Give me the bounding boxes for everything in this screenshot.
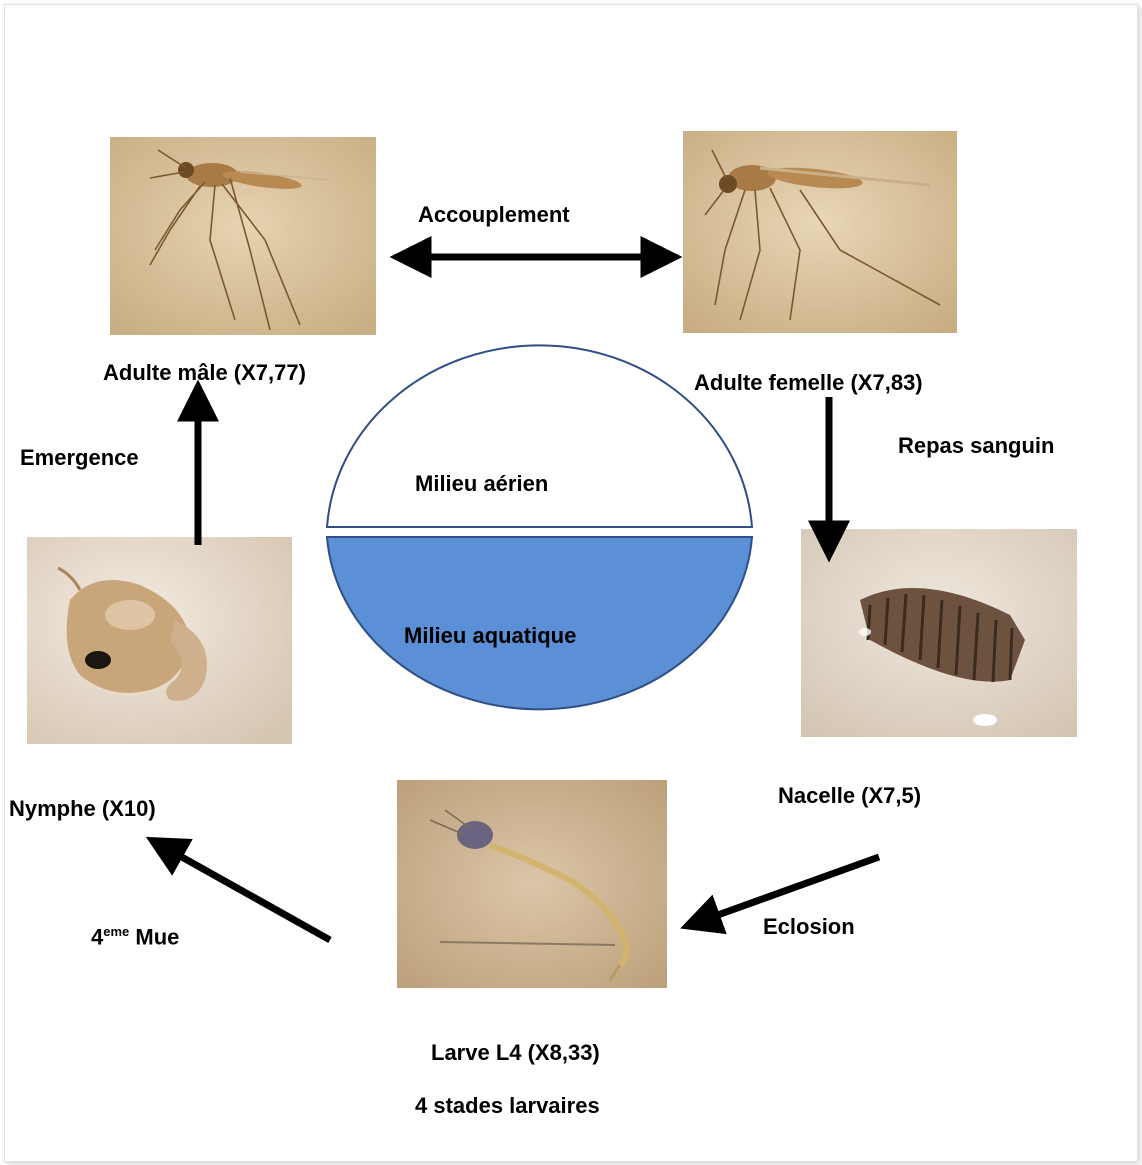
label-adult-female: Adulte femelle (X7,83) [694,370,923,396]
label-larva: Larve L4 (X8,33) [431,1040,600,1066]
label-emergence: Emergence [20,445,139,471]
label-mating: Accouplement [418,202,570,228]
label-hatching: Eclosion [763,914,855,940]
label-air-medium: Milieu aérien [415,471,548,497]
molt-superscript: eme [103,924,129,939]
egg-raft-photo [801,529,1077,737]
environment-circle [327,345,752,709]
molt-number: 4 [91,924,103,949]
female-mosquito-photo [683,131,957,333]
molt-word: Mue [135,924,179,949]
label-water-medium: Milieu aquatique [404,623,576,649]
label-larval-stages: 4 stades larvaires [415,1093,600,1119]
label-blood-meal: Repas sanguin [898,433,1054,459]
molt-arrow [155,842,330,940]
larva-photo [397,780,667,988]
male-mosquito-photo [110,137,376,335]
label-adult-male: Adulte mâle (X7,77) [103,360,306,386]
label-fourth-molt: 4eme Mue [91,924,179,950]
label-pupa: Nymphe (X10) [9,796,156,822]
label-egg-raft: Nacelle (X7,5) [778,783,921,809]
pupa-photo [27,537,292,744]
